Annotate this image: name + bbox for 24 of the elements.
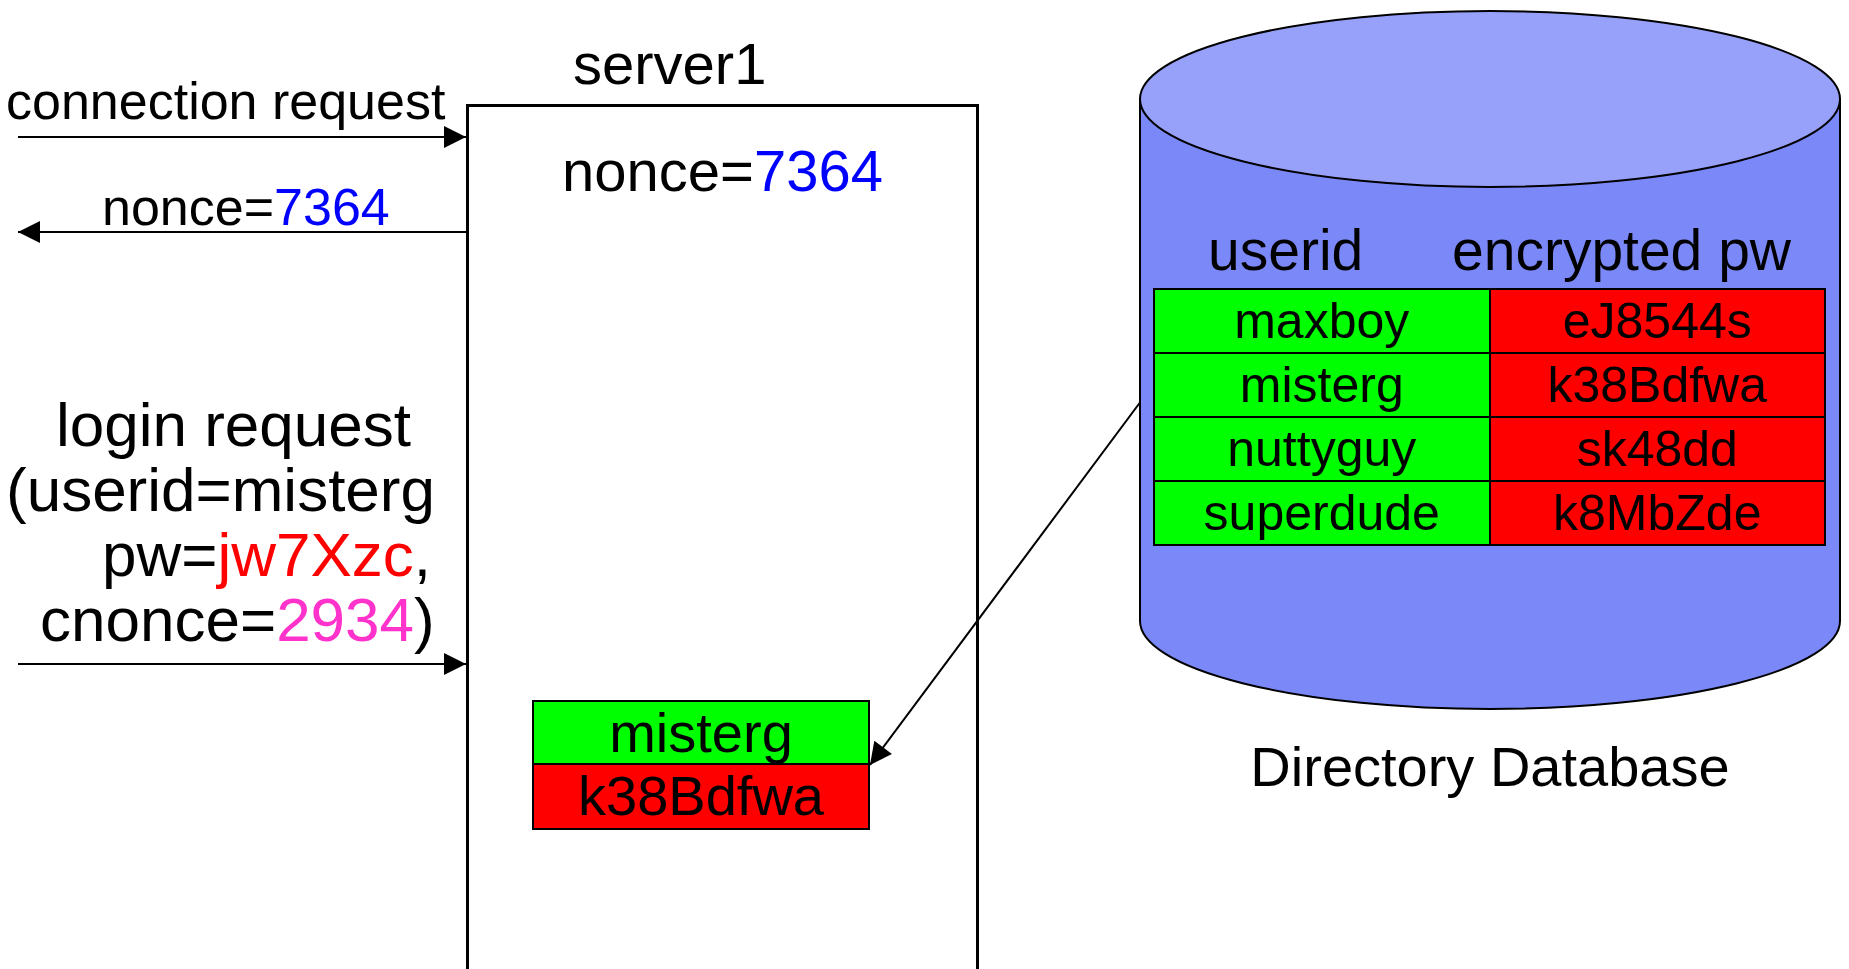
table-cell: maxboy (1155, 290, 1491, 352)
edge-label: connection request (6, 74, 446, 129)
column-header: userid (1208, 222, 1364, 279)
table-cell: superdude (1155, 482, 1491, 544)
edge-label: login request (userid=misterg pw=jw7Xzc, cnonce=2934) (6, 392, 435, 653)
table-cell: k38Bdfwa (1490, 354, 1824, 416)
table-cell: sk48dd (1490, 418, 1824, 480)
arrow (17, 221, 467, 243)
record-field: k38Bdfwa (532, 765, 870, 830)
table-cell: eJ8544s (1490, 290, 1824, 352)
table-cell: misterg (1155, 354, 1491, 416)
nonce-text: nonce=7364 (561, 142, 884, 200)
table-row (1153, 416, 1826, 482)
credential-record (532, 700, 870, 830)
table-row (1153, 288, 1826, 354)
table-cell: k8MbZde (1490, 482, 1824, 544)
table-row (1153, 352, 1826, 418)
table-cell: nuttyguy (1155, 418, 1491, 480)
table-row (1153, 480, 1826, 546)
edge-label: nonce=7364 (102, 180, 390, 235)
arrow (17, 653, 467, 675)
server-title: server1 (573, 35, 767, 93)
record-field: misterg (532, 700, 870, 765)
arrow (17, 126, 467, 148)
